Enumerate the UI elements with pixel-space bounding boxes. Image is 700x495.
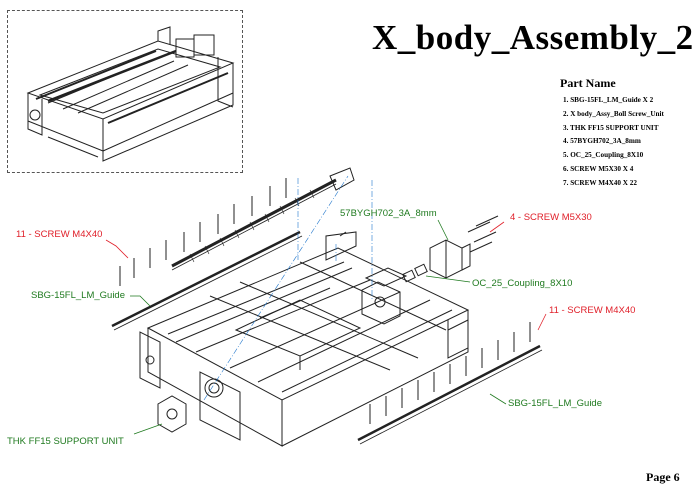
callout-screw-m4x40-left: 11 - SCREW M4X40 bbox=[16, 229, 103, 240]
page-title: X_body_Assembly_2 bbox=[372, 18, 694, 57]
parts-list: 1. SBG-15FL_LM_Guide X 2 2. X body_Assy_… bbox=[563, 94, 664, 191]
part-item: 1. SBG-15FL_LM_Guide X 2 bbox=[563, 96, 654, 104]
callout-motor: 57BYGH702_3A_8mm bbox=[340, 208, 437, 219]
callout-lm-guide-left: SBG-15FL_LM_Guide bbox=[31, 290, 125, 301]
support-block bbox=[361, 281, 401, 325]
part-item: 2. X body_Assy_Boll Screw_Unit bbox=[563, 109, 664, 118]
part-item: 7. SCREW M4X40 X 22 bbox=[563, 178, 637, 187]
lm-guide-right bbox=[357, 344, 541, 442]
thk-support-unit bbox=[157, 395, 187, 433]
inset-view-frame bbox=[7, 10, 243, 173]
page-number: Page 6 bbox=[646, 470, 680, 484]
lm-guide-left bbox=[111, 230, 301, 328]
part-item: 6. SCREW M5X30 X 4 bbox=[563, 164, 634, 173]
callout-lm-guide-right: SBG-15FL_LM_Guide bbox=[508, 398, 602, 409]
callout-screw-m4x40-right: 11 - SCREW M4X40 bbox=[549, 305, 636, 316]
frame-front-face bbox=[147, 328, 283, 447]
part-item: 5. OC_25_Coupling_8X10 bbox=[563, 151, 644, 160]
inset-assembly-illustration bbox=[26, 26, 235, 162]
callout-support-unit: THK FF15 SUPPORT UNIT bbox=[7, 436, 124, 447]
callout-screw-m5x30: 4 - SCREW M5X30 bbox=[510, 212, 592, 223]
parts-list-heading: Part Name bbox=[560, 76, 616, 90]
part-item: 3. THK FF15 SUPPORT UNIT bbox=[563, 123, 659, 132]
frame-top-outline bbox=[146, 247, 470, 401]
callout-coupling: OC_25_Coupling_8X10 bbox=[472, 278, 573, 289]
part-item: 4. 57BYGH702_3A_8mm bbox=[563, 137, 641, 146]
ball-screw bbox=[171, 178, 337, 268]
